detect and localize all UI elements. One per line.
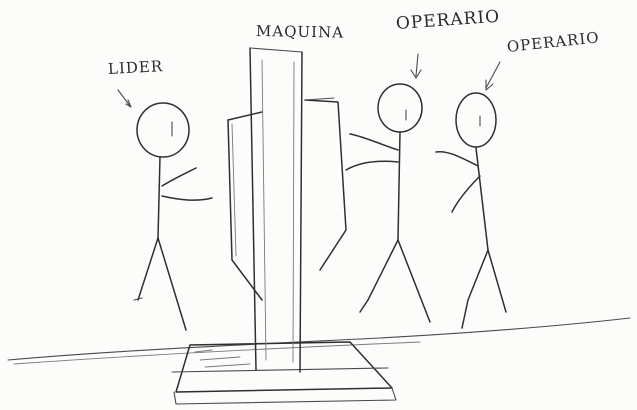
machine-back-panel [228,98,346,300]
machine-column [250,48,302,372]
ground-line [8,318,630,364]
operario-1-figure [346,54,430,322]
maquina-label: MAQUINA [256,22,344,42]
lider-figure [118,90,212,330]
operario-2-figure [436,62,506,328]
machine-base [172,342,396,404]
lider-label: LIDER [108,57,164,78]
